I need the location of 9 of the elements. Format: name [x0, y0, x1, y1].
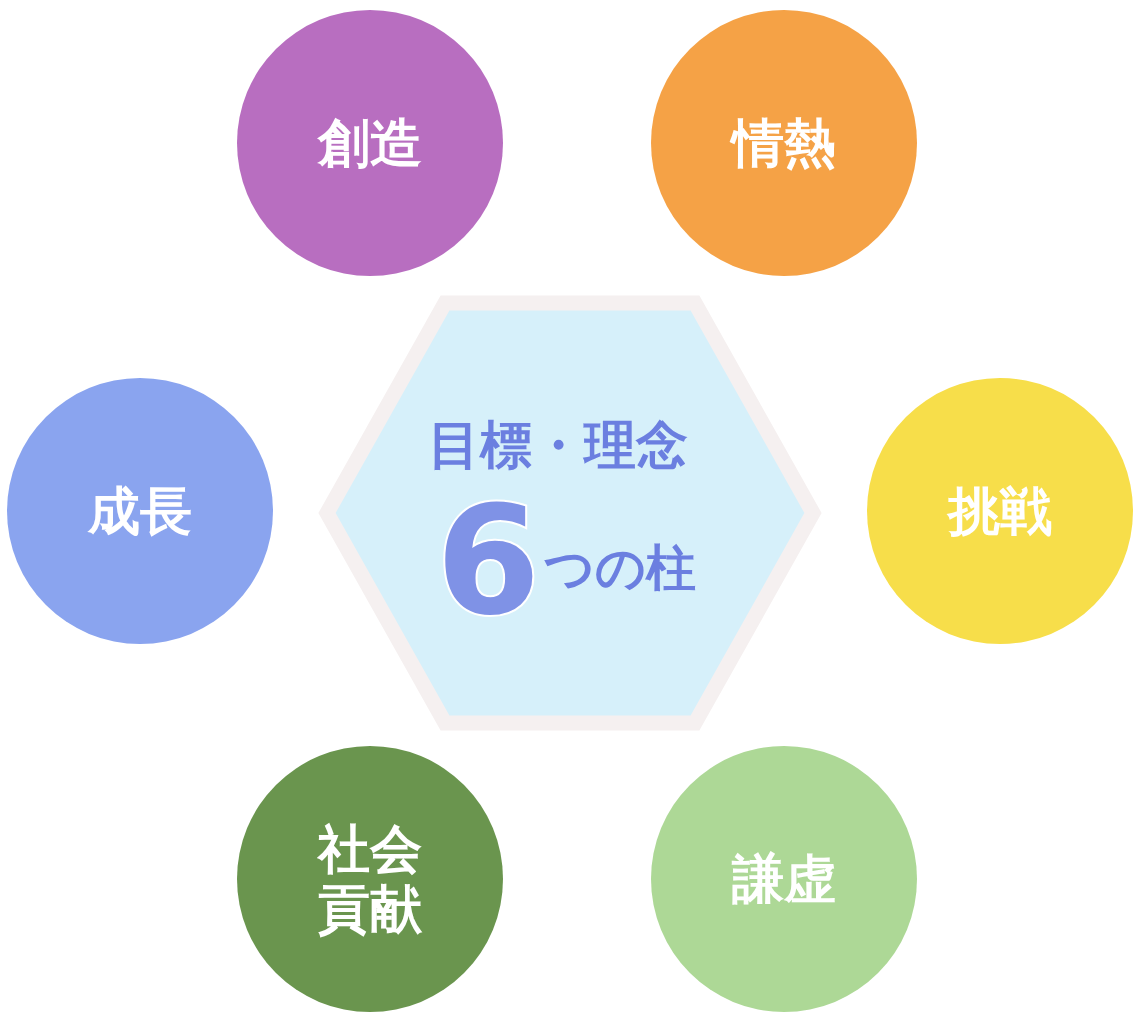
value-circle: 挑戦: [867, 378, 1133, 644]
value-circle: 創造: [237, 10, 503, 276]
value-circle: 社会貢献: [237, 746, 503, 1012]
value-circle: 成長: [7, 378, 273, 644]
value-circle: 情熱: [651, 10, 917, 276]
subheading: つの柱: [544, 540, 696, 596]
number: 6: [436, 486, 541, 636]
heading: 目標・理念: [428, 416, 688, 474]
value-circle: 謙虚: [651, 746, 917, 1012]
